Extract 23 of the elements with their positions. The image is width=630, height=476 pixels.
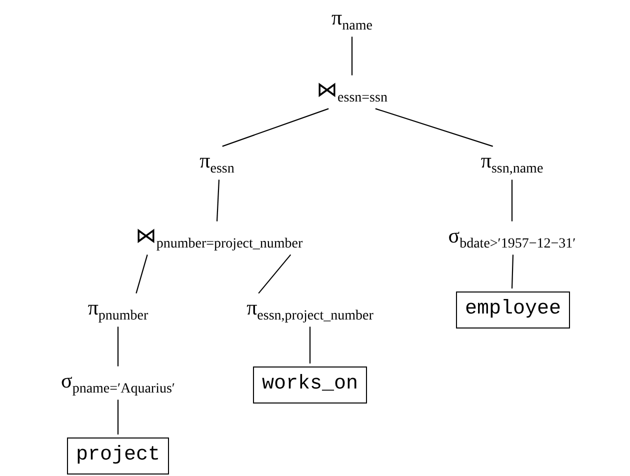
operator-label: σ$_{bdate>′1957−12−31′}$ [448, 224, 576, 252]
operator-label: π$_{name}$ [332, 6, 372, 34]
tree-edge [511, 180, 513, 222]
table-box: project [67, 438, 169, 474]
operator-label: ⋈$_{pnumber=project_number}$ [135, 224, 303, 252]
operator-label: σ$_{pname=′Aquarius′}$ [61, 369, 175, 397]
tree-edge [511, 254, 514, 289]
tree-edge [216, 180, 220, 222]
tree-edge [136, 254, 148, 294]
table-box: employee [456, 292, 570, 328]
tree-edge [117, 400, 119, 434]
tree-edge [309, 326, 311, 364]
table-box: works_on [253, 366, 367, 404]
operator-label: π$_{essn}$ [200, 149, 234, 177]
operator-label: π$_{pnumber}$ [88, 296, 148, 324]
operator-label: π$_{essn,project_number}$ [246, 296, 374, 324]
operator-label: π$_{ssn,name}$ [480, 149, 544, 177]
operator-label: ⋈$_{essn=ssn}$ [316, 78, 388, 106]
tree-edge [222, 108, 329, 147]
tree-edge [375, 108, 493, 147]
tree-edge [258, 254, 292, 294]
tree-edge [117, 326, 119, 366]
tree-edge [351, 36, 353, 76]
